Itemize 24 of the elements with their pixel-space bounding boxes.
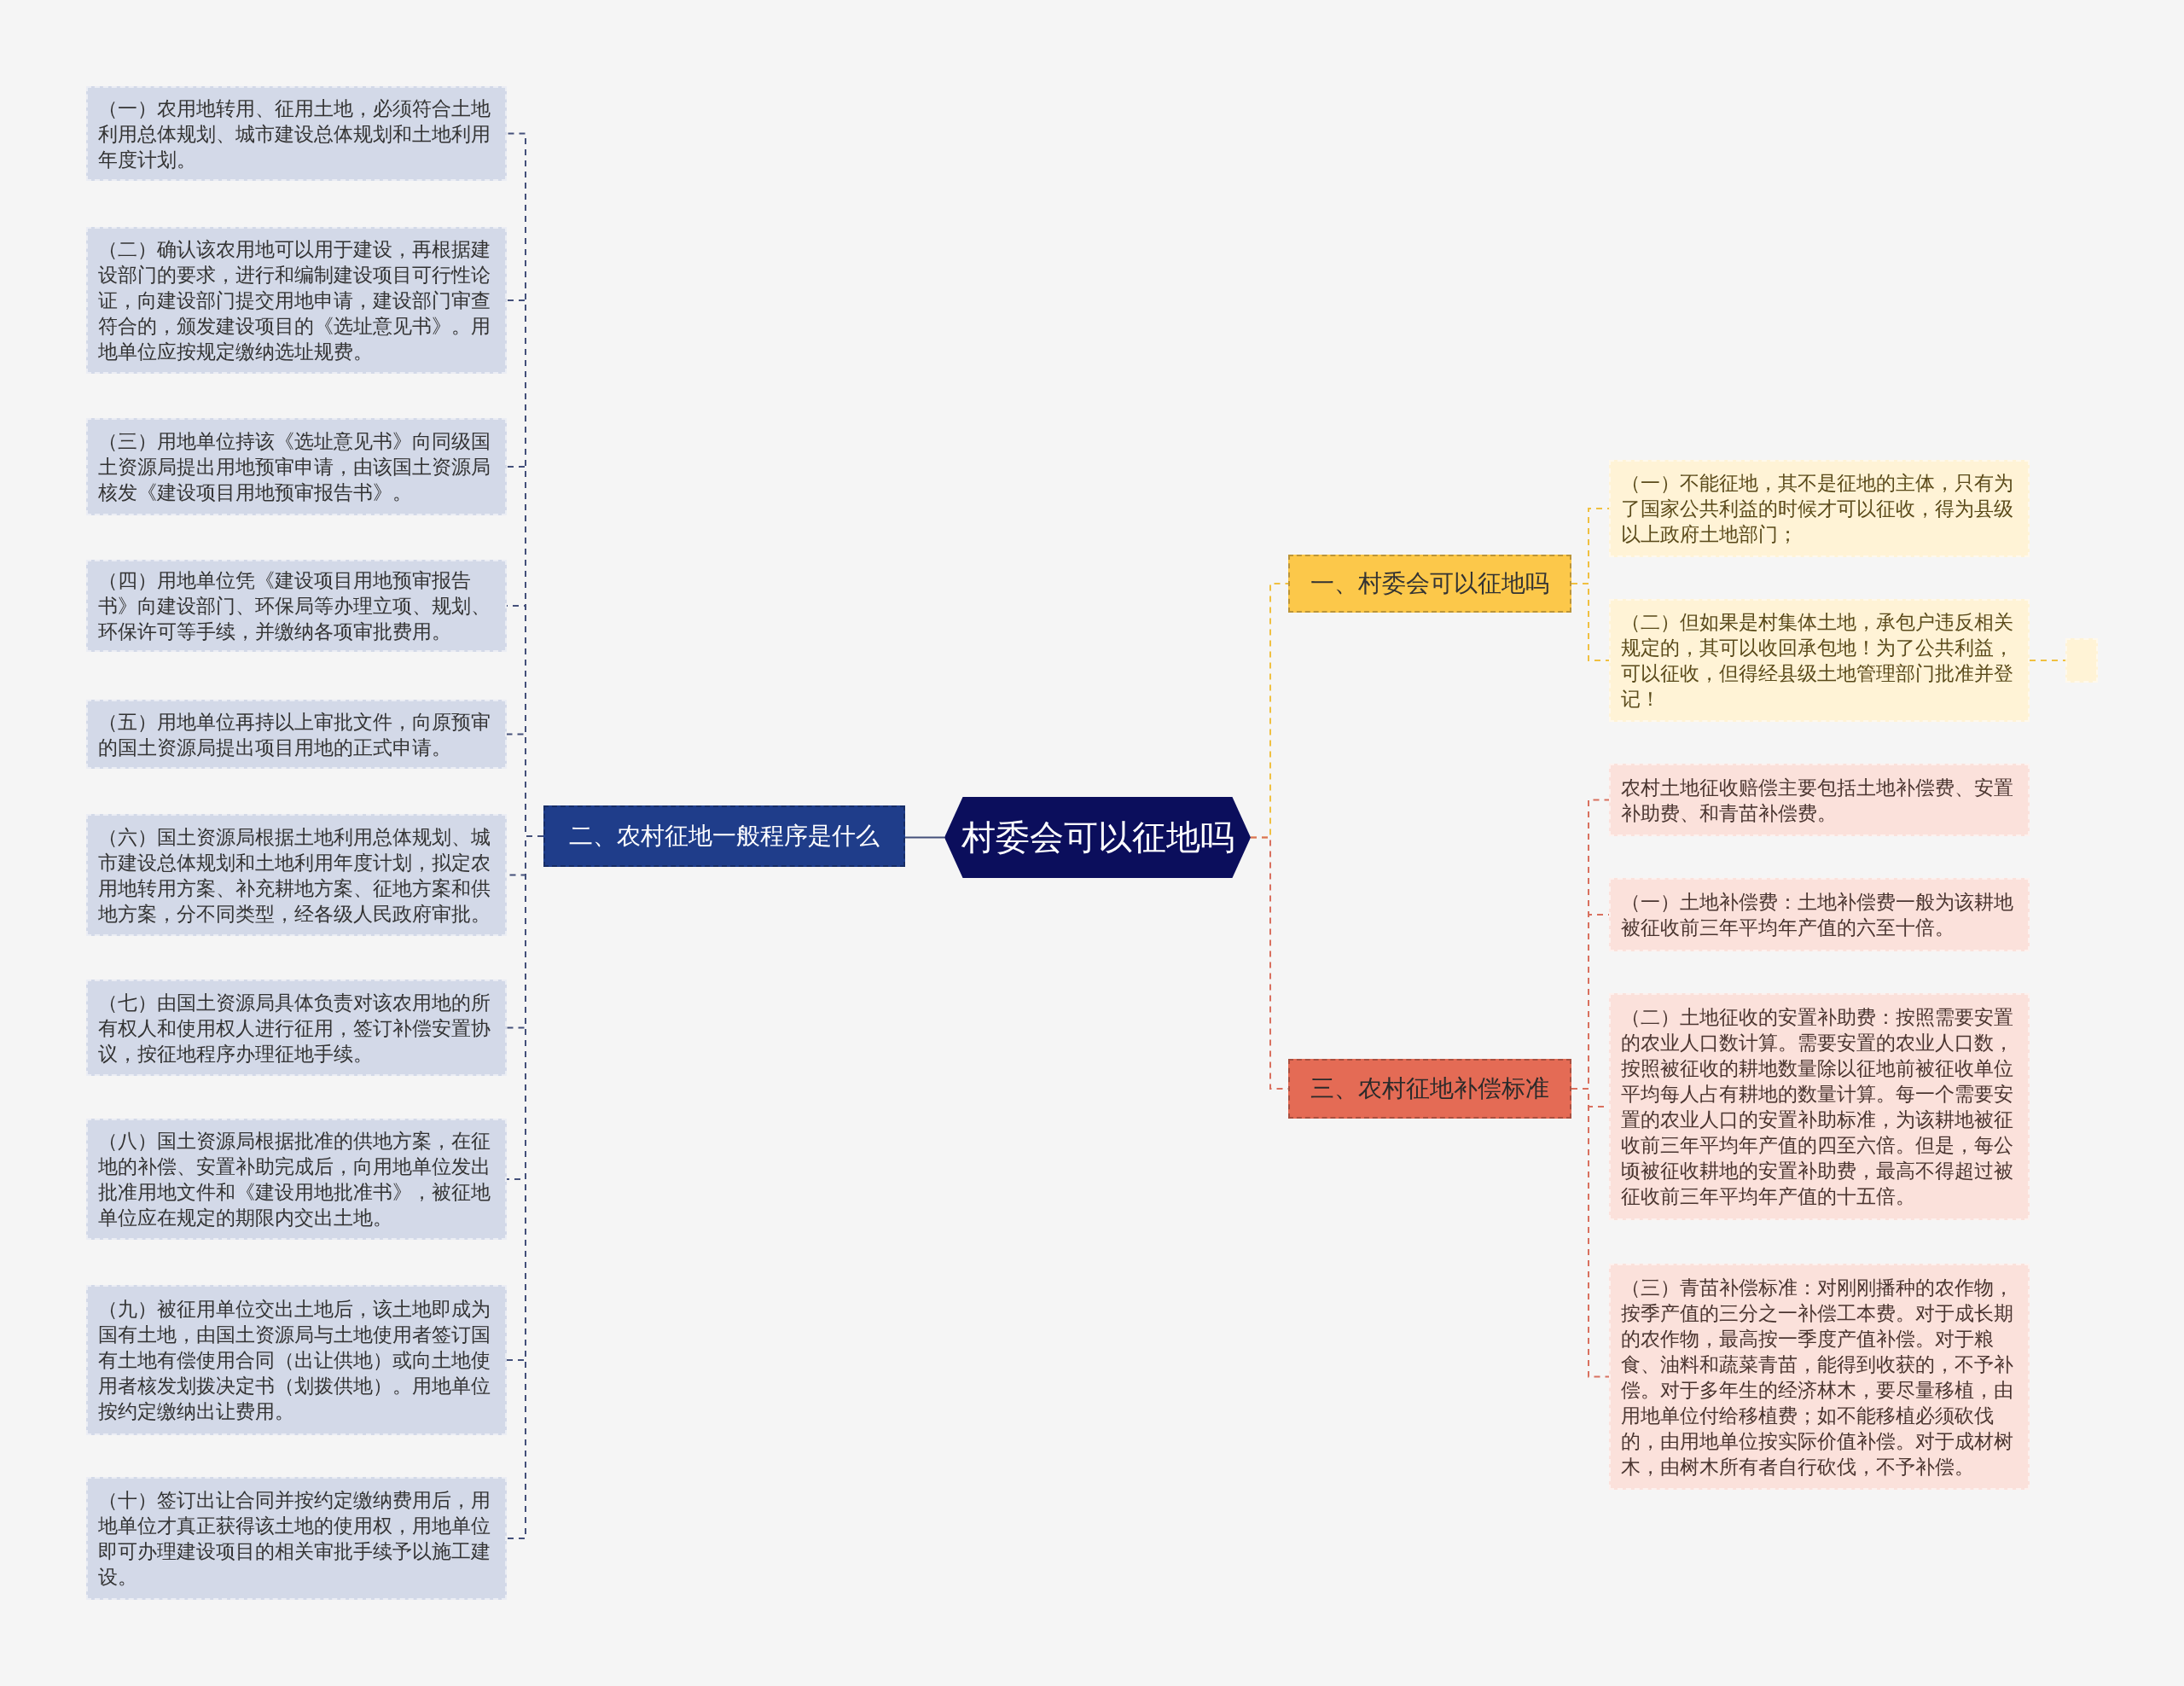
note-box: （三）青苗补偿标准：对刚刚播种的农作物，按季产值的三分之一补偿工本费。对于成长期的农作物，最高按一季度产值补偿。对于粮食、油料和蔬菜青苗，能得到收获的，不予补偿。对于多年生的经济林木，要尽量移植，由用地单位付给移植费；如不能移植必须砍伐的，由用地单位按实际价值补偿。对于成材树木，由树木所有者自行砍伐，不予补偿。 (1609, 1264, 2030, 1490)
note-box: （一）土地补偿费：土地补偿费一般为该耕地被征收前三年平均年产值的六至十倍。 (1609, 878, 2030, 951)
note-box: （八）国土资源局根据批准的供地方案，在征地的补偿、安置补助完成后，向用地单位发出批准用地文件和《建设用地批准书》，被征地单位应在规定的期限内交出土地。 (86, 1119, 507, 1240)
central-topic-hexagon: 村委会可以征地吗 (944, 797, 1251, 878)
note-box: （二）但如果是村集体土地，承包户违反相关规定的，其可以收回承包地！为了公共利益，可以征收，但得经县级土地管理部门批准并登记！ (1609, 599, 2030, 722)
topic-box: 一、村委会可以征地吗 (1288, 555, 1571, 613)
connector-line (2029, 660, 2066, 661)
note-box: 农村土地征收赔偿主要包括土地补偿费、安置补助费、和青苗补偿费。 (1609, 764, 2030, 836)
note-box: （三）用地单位持该《选址意见书》向同级国土资源局提出用地预审申请，由该国土资源局核发《建设项目用地预审报告书》。 (86, 418, 507, 515)
note-box: （七）由国土资源局具体负责对该农用地的所有权人和使用权人进行征用，签订补偿安置协议，按征地程序办理征地手续。 (86, 980, 507, 1076)
topic-box: 二、农村征地一般程序是什么 (543, 805, 905, 867)
topic-box: 三、农村征地补偿标准 (1288, 1059, 1571, 1119)
connector-line (1571, 583, 1610, 661)
connector-line (904, 836, 945, 839)
note-box: （二）确认该农用地可以用于建设，再根据建设部门的要求，进行和编制建设项目可行性论证，向建设部门提交用地申请，建设部门审查符合的，颁发建设项目的《选址意见书》。用地单位应按规定缴纳选址规费。 (86, 227, 507, 374)
note-box: （一）不能征地，其不是征地的主体，只有为了国家公共利益的时候才可以征收，得为县级以上政府土地部门； (1609, 460, 2030, 557)
note-box: （四）用地单位凭《建设项目用地预审报告书》向建设部门、环保局等办理立项、规划、环保许可等手续，并缴纳各项审批费用。 (86, 560, 507, 652)
note-box: （二）土地征收的安置补助费：按照需要安置的农业人口数计算。需要安置的农业人口数，按照被征收的耕地数量除以征地前被征收单位平均每人占有耕地的数量计算。每一个需要安置的农业人口的安置补助标准，为该耕地被征收前三年平均年产值的四至六倍。但是，每公顷被征收耕地的安置补助费，最高不得超过被征收前三年平均年产值的十五倍。 (1609, 993, 2030, 1220)
note-box: （九）被征用单位交出土地后，该土地即成为国有土地，由国土资源局与土地使用者签订国有土地有偿使用合同（出让供地）或向土地使用者核发划拨决定书（划拨供地）。用地单位按约定缴纳出让费用。 (86, 1285, 507, 1435)
note-box: （五）用地单位再持以上审批文件，向原预审的国土资源局提出项目用地的正式申请。 (86, 700, 507, 769)
note-box: （六）国土资源局根据土地利用总体规划、城市建设总体规划和土地利用年度计划，拟定农用地转用方案、补充耕地方案、征地方案和供地方案，分不同类型，经各级人民政府审批。 (86, 814, 507, 936)
note-box: （十）签订出让合同并按约定缴纳费用后，用地单位才真正获得该土地的使用权，用地单位即可办理建设项目的相关审批手续予以施工建设。 (86, 1477, 507, 1600)
note-box: （一）农用地转用、征用土地，必须符合土地利用总体规划、城市建设总体规划和土地利用年度计划。 (86, 86, 507, 181)
empty-box (2065, 638, 2098, 683)
